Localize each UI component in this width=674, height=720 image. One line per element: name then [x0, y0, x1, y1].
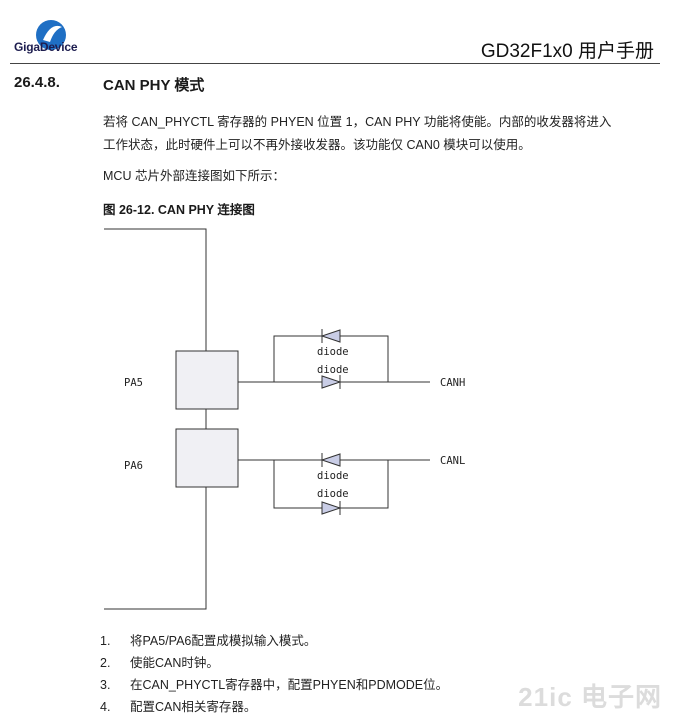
diode-label: diode	[317, 364, 349, 376]
step-number: 4.	[100, 700, 111, 714]
mcu-outline-bottom	[104, 487, 207, 610]
diode-loop-canl	[273, 459, 389, 509]
diode-label: diode	[317, 346, 349, 358]
step-number: 3.	[100, 678, 111, 692]
pa5-label: PA5	[124, 377, 143, 389]
canl-label: CANL	[440, 455, 465, 467]
list-item: 4. 配置CAN相关寄存器。	[100, 696, 448, 718]
list-item: 2. 使能CAN时钟。	[100, 652, 448, 674]
figure-caption: 图 26-12. CAN PHY 连接图	[103, 203, 255, 217]
list-item: 3. 在CAN_PHYCTL寄存器中，配置PHYEN和PDMODE位。	[100, 674, 448, 696]
configuration-steps: 1. 将PA5/PA6配置成模拟输入模式。 2. 使能CAN时钟。 3. 在CAN_P…	[100, 630, 448, 718]
section-title: CAN PHY 模式	[103, 77, 205, 94]
diode-icon	[321, 375, 342, 389]
site-watermark: 21ic 电子网	[518, 682, 662, 712]
step-number: 2.	[100, 656, 111, 670]
mcu-outline-top	[104, 228, 207, 351]
brand-name: GigaDevice	[14, 40, 78, 54]
step-number: 1.	[100, 634, 111, 648]
list-item: 1. 将PA5/PA6配置成模拟输入模式。	[100, 630, 448, 652]
step-text: 在CAN_PHYCTL寄存器中，配置PHYEN和PDMODE位。	[130, 678, 449, 692]
section-number: 26.4.8.	[14, 74, 60, 91]
canh-label: CANH	[440, 377, 465, 389]
document-title: GD32F1x0 用户手册	[480, 41, 654, 62]
paragraph-line-2: 工作状态，此时硬件上可以不再外接收发器。该功能仅 CAN0 模块可以使用。	[103, 138, 531, 152]
gigadevice-logo-icon	[36, 20, 66, 50]
header-divider	[10, 63, 660, 64]
diode-icon	[320, 329, 341, 343]
pa6-pin-box	[175, 428, 239, 488]
pa6-label: PA6	[124, 460, 143, 472]
step-text: 将PA5/PA6配置成模拟输入模式。	[130, 634, 317, 648]
diode-icon	[320, 453, 341, 467]
diode-label: diode	[317, 488, 349, 500]
diode-label: diode	[317, 470, 349, 482]
step-text: 配置CAN相关寄存器。	[130, 700, 257, 714]
paragraph-mcu: MCU 芯片外部连接图如下所示：	[103, 169, 285, 183]
pa5-pin-box	[175, 350, 239, 410]
step-text: 使能CAN时钟。	[130, 656, 219, 670]
diode-icon	[321, 501, 342, 515]
paragraph-line-1: 若将 CAN_PHYCTL 寄存器的 PHYEN 位置 1，CAN PHY 功能…	[103, 115, 612, 129]
